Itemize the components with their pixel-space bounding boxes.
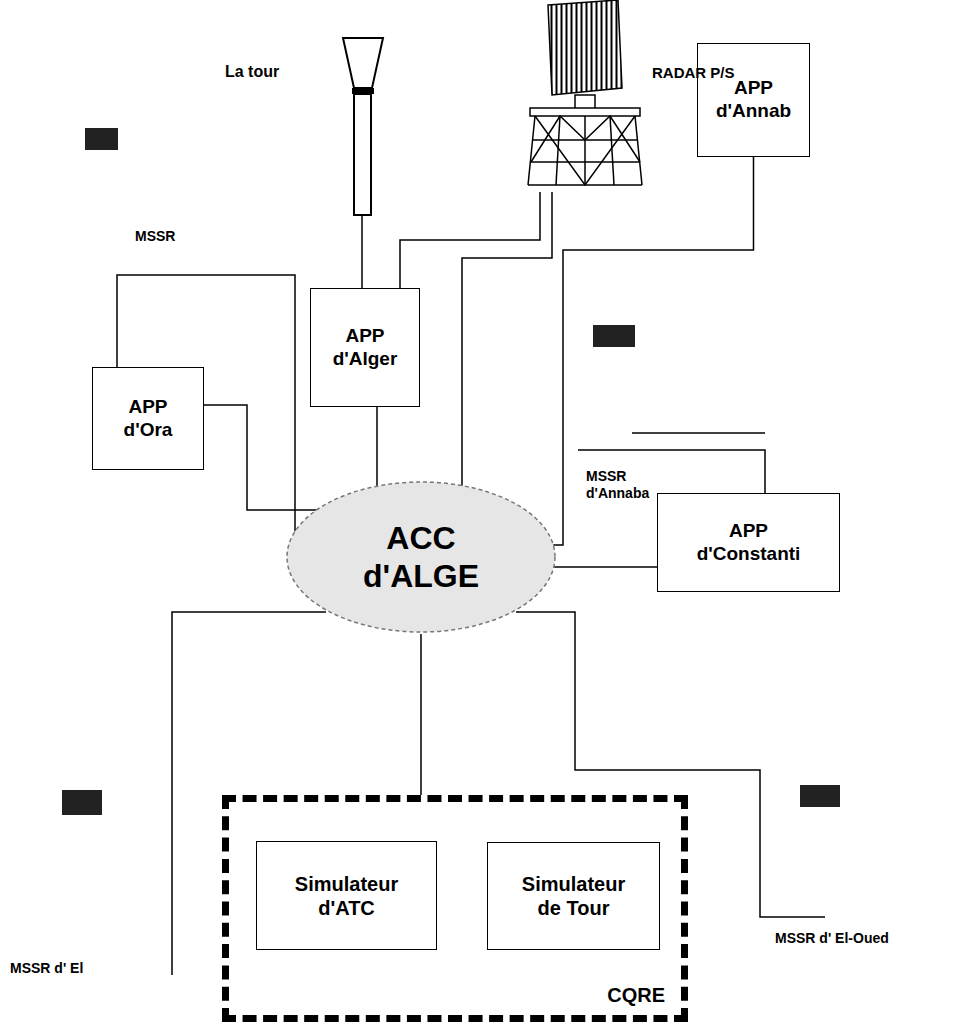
ellipse-outline: [285, 480, 557, 634]
mssr-label: MSSR d'Annaba: [586, 468, 658, 502]
connector: [376, 407, 378, 486]
ellipse-shape: [287, 482, 555, 632]
mssr-label: MSSR d' El: [10, 960, 83, 977]
node-text: CQRE: [607, 983, 665, 1007]
connector: [204, 405, 317, 510]
connector: [553, 157, 753, 545]
equipment-label: La tour: [225, 62, 279, 81]
dark-mark: [62, 790, 102, 815]
process-box: APP d'Constanti: [657, 493, 840, 592]
radar-tower: [528, 0, 642, 185]
mssr-label: MSSR d' El-Oued: [775, 930, 889, 947]
center-ellipse: ACC d'ALGE: [285, 480, 557, 634]
node-text: APP d'Ora: [102, 396, 194, 442]
process-box: APP d'Annab: [697, 43, 810, 157]
connector: [554, 566, 657, 568]
connector: [420, 634, 422, 795]
dark-mark: [800, 785, 840, 807]
control-tower: [343, 38, 383, 215]
node-text: Simulateur de Tour: [509, 872, 639, 920]
process-box: APP d'Alger: [310, 288, 420, 407]
group-box: CQRE Simulateur d'ATC Simulateur de Tour: [222, 795, 688, 1022]
node-text: APP d'Constanti: [684, 520, 814, 566]
node-text: ACC d'ALGE: [346, 519, 496, 596]
equipment-label: RADAR P/S: [652, 64, 735, 82]
node-text: APP d'Alger: [319, 325, 411, 371]
process-box: Simulateur d'ATC: [256, 841, 437, 950]
node-text: Simulateur d'ATC: [282, 872, 412, 920]
process-box: Simulateur de Tour: [487, 842, 660, 950]
dark-mark: [85, 128, 118, 150]
node-text: APP d'Annab: [706, 77, 801, 123]
dark-mark: [593, 325, 635, 347]
process-box: APP d'Ora: [92, 367, 204, 470]
mssr-label: MSSR: [135, 228, 175, 245]
